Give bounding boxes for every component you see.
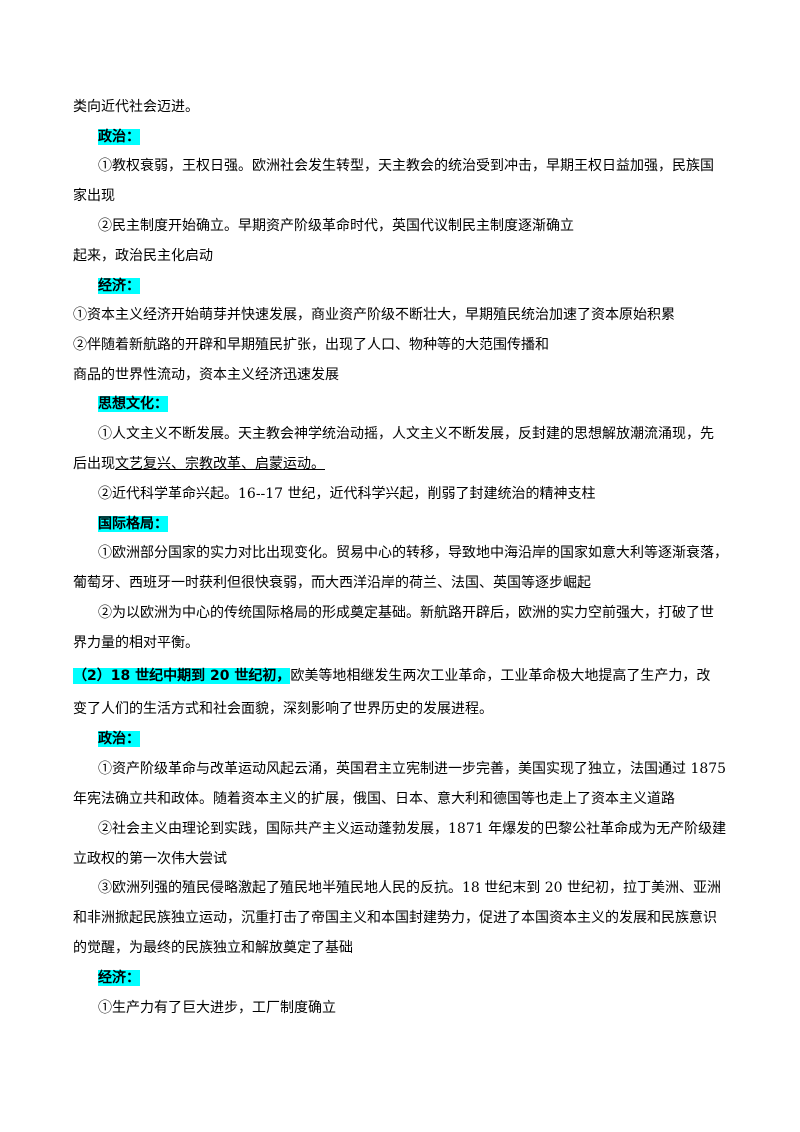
- paragraph-line: 变了人们的生活方式和社会面貌，深刻影响了世界历史的发展进程。: [73, 701, 493, 717]
- section-2-heading: （2）18 世纪中期到 20 世纪初，: [73, 668, 291, 684]
- heading-thought: 思想文化：: [98, 394, 168, 414]
- paragraph-line: ①资本主义经济开始萌芽并快速发展，商业资产阶级不断壮大，早期殖民统治加速了资本原…: [73, 307, 675, 323]
- heading-politics-2: 政治：: [98, 729, 140, 749]
- paragraph-line: 立政权的第一次伟大尝试: [73, 851, 227, 867]
- paragraph-line: 后出现文艺复兴、宗教改革、启蒙运动。: [73, 454, 325, 474]
- paragraph-line: 家出现: [73, 188, 115, 204]
- paragraph-line: 起来，政治民主化启动: [73, 248, 213, 264]
- paragraph-line: ①教权衰弱，王权日强。欧洲社会发生转型，天主教会的统治受到冲击，早期王权日益加强…: [98, 158, 714, 174]
- paragraph-line: ②社会主义由理论到实践，国际共产主义运动蓬勃发展，1871 年爆发的巴黎公社革命…: [98, 821, 727, 837]
- heading-international-label: 国际格局：: [98, 516, 168, 532]
- paragraph-line: 和非洲掀起民族独立运动，沉重打击了帝国主义和本国封建势力，促进了本国资本主义的发…: [73, 910, 717, 926]
- section-2-line: （2）18 世纪中期到 20 世纪初，欧美等地相继发生两次工业革命，工业革命极大…: [73, 666, 710, 686]
- paragraph-line: ①人文主义不断发展。天主教会神学统治动摇，人文主义不断发展，反封建的思想解放潮流…: [98, 426, 714, 442]
- text-run: 欧美等地相继发生两次工业革命，工业革命极大地提高了生产力，改: [290, 668, 711, 684]
- paragraph-line: ②伴随着新航路的开辟和早期殖民扩张，出现了人口、物种等的大范围传播和: [73, 337, 549, 353]
- text-run: 后出现: [73, 456, 115, 472]
- heading-international: 国际格局：: [98, 514, 168, 534]
- heading-economy-2: 经济：: [98, 968, 140, 988]
- paragraph-line: 的觉醒，为最终的民族独立和解放奠定了基础: [73, 940, 353, 956]
- paragraph-line: ②为以欧洲为中心的传统国际格局的形成奠定基础。新航路开辟后，欧洲的实力空前强大，…: [98, 605, 714, 621]
- paragraph-line: ①欧洲部分国家的实力对比出现变化。贸易中心的转移，导致地中海沿岸的国家如意大利等…: [98, 545, 728, 561]
- underlined-text: 文艺复兴、宗教改革、启蒙运动。: [115, 456, 325, 472]
- paragraph-line: 商品的世界性流动，资本主义经济迅速发展: [73, 367, 339, 383]
- heading-politics-label: 政治：: [98, 129, 140, 145]
- paragraph-line: ②民主制度开始确立。早期资产阶级革命时代，英国代议制民主制度逐渐确立: [98, 218, 574, 234]
- heading-economy-label: 经济：: [98, 278, 140, 294]
- heading-thought-label: 思想文化：: [98, 396, 168, 412]
- paragraph-line: 界力量的相对平衡。: [73, 635, 199, 651]
- paragraph-line: ①资产阶级革命与改革运动风起云涌，英国君主立宪制进一步完善，美国实现了独立，法国…: [98, 761, 727, 777]
- paragraph-line: 年宪法确立共和政体。随着资本主义的扩展，俄国、日本、意大利和德国等也走上了资本主…: [73, 791, 675, 807]
- paragraph-line: 葡萄牙、西班牙一时获利但很快衰弱，而大西洋沿岸的荷兰、法国、英国等逐步崛起: [73, 575, 591, 591]
- heading-economy-2-label: 经济：: [98, 970, 140, 986]
- heading-politics-2-label: 政治：: [98, 731, 140, 747]
- heading-politics: 政治：: [98, 127, 140, 147]
- paragraph-line: ①生产力有了巨大进步，工厂制度确立: [98, 1000, 336, 1016]
- heading-economy: 经济：: [98, 276, 140, 296]
- paragraph-line: 类向近代社会迈进。: [73, 99, 199, 115]
- paragraph-line: ③欧洲列强的殖民侵略激起了殖民地半殖民地人民的反抗。18 世纪末到 20 世纪初…: [98, 880, 721, 896]
- paragraph-line: ②近代科学革命兴起。16--17 世纪，近代科学兴起，削弱了封建统治的精神支柱: [98, 486, 596, 502]
